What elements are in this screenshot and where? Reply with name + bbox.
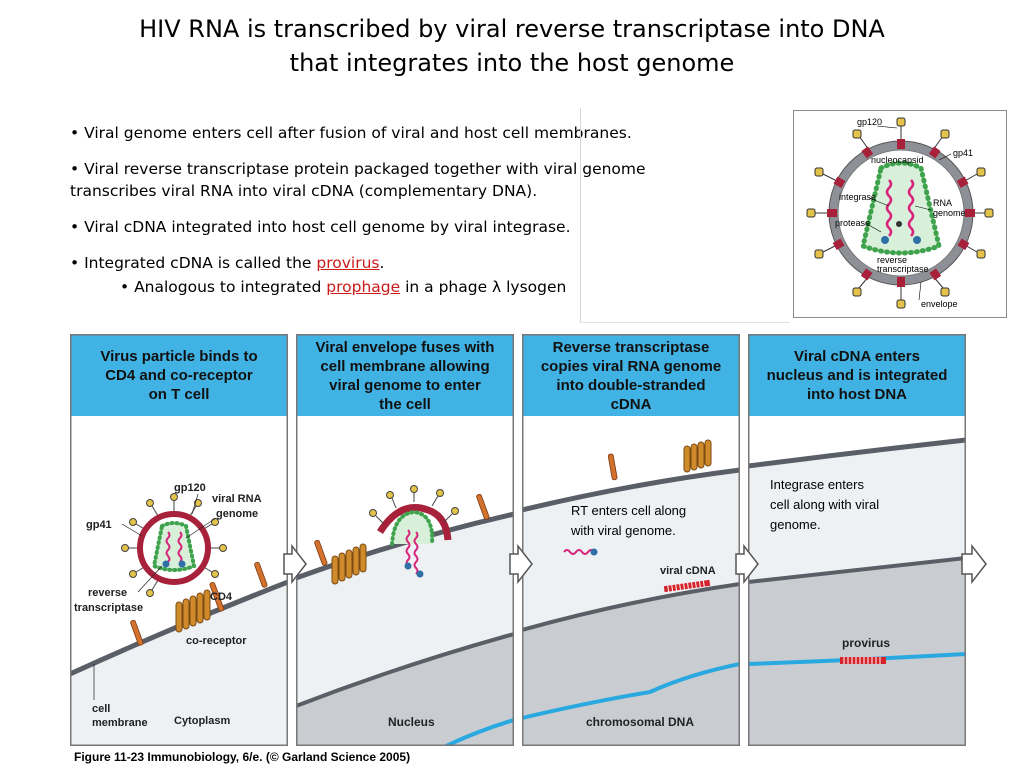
bullet-prophage: • Analogous to integrated prophage in a …: [70, 276, 770, 298]
arrow-icon-4: [961, 543, 987, 585]
p4-integrase-note-1: Integrase enters: [770, 477, 864, 492]
rt-molecule-2: [913, 236, 921, 244]
label-rna: RNA: [933, 198, 952, 208]
bullet-provirus: • Integrated cDNA is called the provirus…: [70, 252, 770, 274]
label-rna-genome: genome: [933, 208, 966, 218]
p4-integrase-note-3: genome.: [770, 517, 821, 532]
p3-rt-note-1: RT enters cell along: [571, 503, 686, 518]
p4-label-provirus: provirus: [842, 636, 890, 650]
panel1-header-line1: Virus particle binds to: [100, 348, 257, 365]
label-nucleocapsid: nucleocapsid: [871, 155, 924, 165]
gp41-anchors: [827, 139, 975, 287]
p2-label-nucleus: Nucleus: [388, 715, 435, 729]
panel1-header-line3: on T cell: [149, 386, 210, 403]
nucleocapsid-cone: [860, 160, 942, 256]
label-rt-2: transcriptase: [877, 264, 929, 274]
p1-label-cytoplasm: Cytoplasm: [174, 715, 230, 727]
label-rt-1: reverse: [877, 255, 907, 265]
divider-line-horizontal: [580, 322, 790, 323]
bullet-provirus-suffix: .: [379, 254, 385, 272]
panel4-header-line3: into host DNA: [807, 386, 907, 403]
bullet-list: • Viral genome enters cell after fusion …: [70, 122, 770, 298]
hiv-virion-diagram: gp120 gp41 nucleocapsid integrase RNA ge…: [793, 110, 1007, 318]
slide-title: HIV RNA is transcribed by viral reverse …: [0, 12, 1024, 80]
bullet-integrase: • Viral cDNA integrated into host cell g…: [70, 218, 571, 236]
arrow-icon-3: [735, 543, 759, 585]
p1-label-gp41: gp41: [86, 519, 112, 531]
panel1-virus: [121, 493, 268, 646]
p1-label-membrane: membrane: [92, 717, 148, 729]
rt-dot-icon-3: [404, 562, 412, 570]
label-envelope: envelope: [921, 299, 958, 309]
p1-label-rt-1: reverse: [88, 587, 127, 599]
panel2-fusion: [314, 485, 490, 585]
viral-cdna-helix: [663, 579, 711, 593]
panel-borders: [70, 334, 966, 746]
panel2-header-line1: Viral envelope fuses with: [316, 339, 495, 356]
panel3-header-line3: into double-stranded: [556, 377, 705, 394]
figure-caption: Figure 11-23 Immunobiology, 6/e. (© Garl…: [74, 750, 411, 764]
bullet-prophage-suffix: in a phage λ lysogen: [400, 278, 567, 296]
cd4-receptor: [130, 561, 268, 646]
rt-dot-icon: [162, 560, 170, 568]
title-line-1: HIV RNA is transcribed by viral reverse …: [139, 15, 885, 43]
p3-label-chromosomal-dna: chromosomal DNA: [586, 715, 694, 729]
rt-dot-icon-4: [416, 570, 424, 578]
p1-label-cd4: CD4: [210, 591, 233, 603]
bullet-fusion: • Viral genome enters cell after fusion …: [70, 124, 632, 142]
label-protease: protease: [835, 218, 870, 228]
rt-molecule: [881, 236, 889, 244]
label-gp120: gp120: [857, 117, 882, 127]
gp120-spikes: [806, 117, 994, 309]
provirus-helix: [840, 657, 886, 664]
rt-dot-icon-5: [590, 548, 598, 556]
panel4-header-line2: nucleus and is integrated: [767, 367, 948, 384]
integrase-dot: [896, 221, 902, 227]
p1-label-rt-2: transcriptase: [74, 602, 143, 614]
bullet-reverse-transcriptase: • Viral reverse transcriptase protein pa…: [70, 158, 770, 202]
bullet-prophage-prefix: • Analogous to integrated: [120, 278, 327, 296]
panel2-header-line4: the cell: [379, 396, 431, 413]
p3-rt-note-2: with viral genome.: [570, 523, 676, 538]
step-arrows: [283, 543, 987, 585]
panel4-header-line1: Viral cDNA enters: [794, 348, 920, 365]
title-line-2: that integrates into the host genome: [289, 49, 735, 77]
p1-label-gp120: gp120: [174, 482, 206, 494]
bullet-rt-line-1: • Viral reverse transcriptase protein pa…: [70, 160, 646, 178]
p1-label-cell: cell: [92, 703, 110, 715]
rt-dot-icon-2: [178, 560, 186, 568]
hiv-lifecycle-diagram: Virus particle binds to CD4 and co-recep…: [70, 334, 987, 746]
panel3-rt: [563, 439, 712, 593]
coreceptor-coil: [175, 589, 211, 633]
bullet-rt-line-2: transcribes viral RNA into viral cDNA (c…: [70, 182, 538, 200]
panel1-header-line2: CD4 and co-receptor: [105, 367, 253, 384]
divider-line: [580, 108, 581, 323]
panel2-header-line2: cell membrane allowing: [320, 358, 489, 375]
label-integrase: integrase: [839, 192, 876, 202]
rna-genome-strand: [885, 179, 893, 237]
panel3-header-line2: copies viral RNA genome: [541, 358, 721, 375]
panel3-header-line1: Reverse transcriptase: [553, 339, 710, 356]
provirus-link[interactable]: provirus: [316, 254, 380, 272]
p1-label-coreceptor: co-receptor: [186, 635, 247, 647]
bullet-provirus-prefix: • Integrated cDNA is called the: [70, 254, 317, 272]
panel-headers: [70, 334, 966, 416]
p4-integrase-note-2: cell along with viral: [770, 497, 879, 512]
nuclear-membranes: [296, 556, 966, 708]
panel3-header-line4: cDNA: [611, 396, 652, 413]
p1-label-viral-rna: viral RNA: [212, 493, 262, 505]
p3-label-viral-cdna: viral cDNA: [660, 565, 716, 577]
p1-label-viral-rna-2: genome: [216, 508, 258, 520]
rna-genome-strand-2: [907, 179, 915, 237]
label-gp41: gp41: [953, 148, 973, 158]
arrow-icon-2: [509, 543, 533, 585]
panel4-integration: [840, 657, 886, 664]
prophage-link[interactable]: prophage: [326, 278, 401, 296]
arrow-icon: [283, 543, 307, 585]
panel2-header-line3: viral genome to enter: [329, 377, 481, 394]
